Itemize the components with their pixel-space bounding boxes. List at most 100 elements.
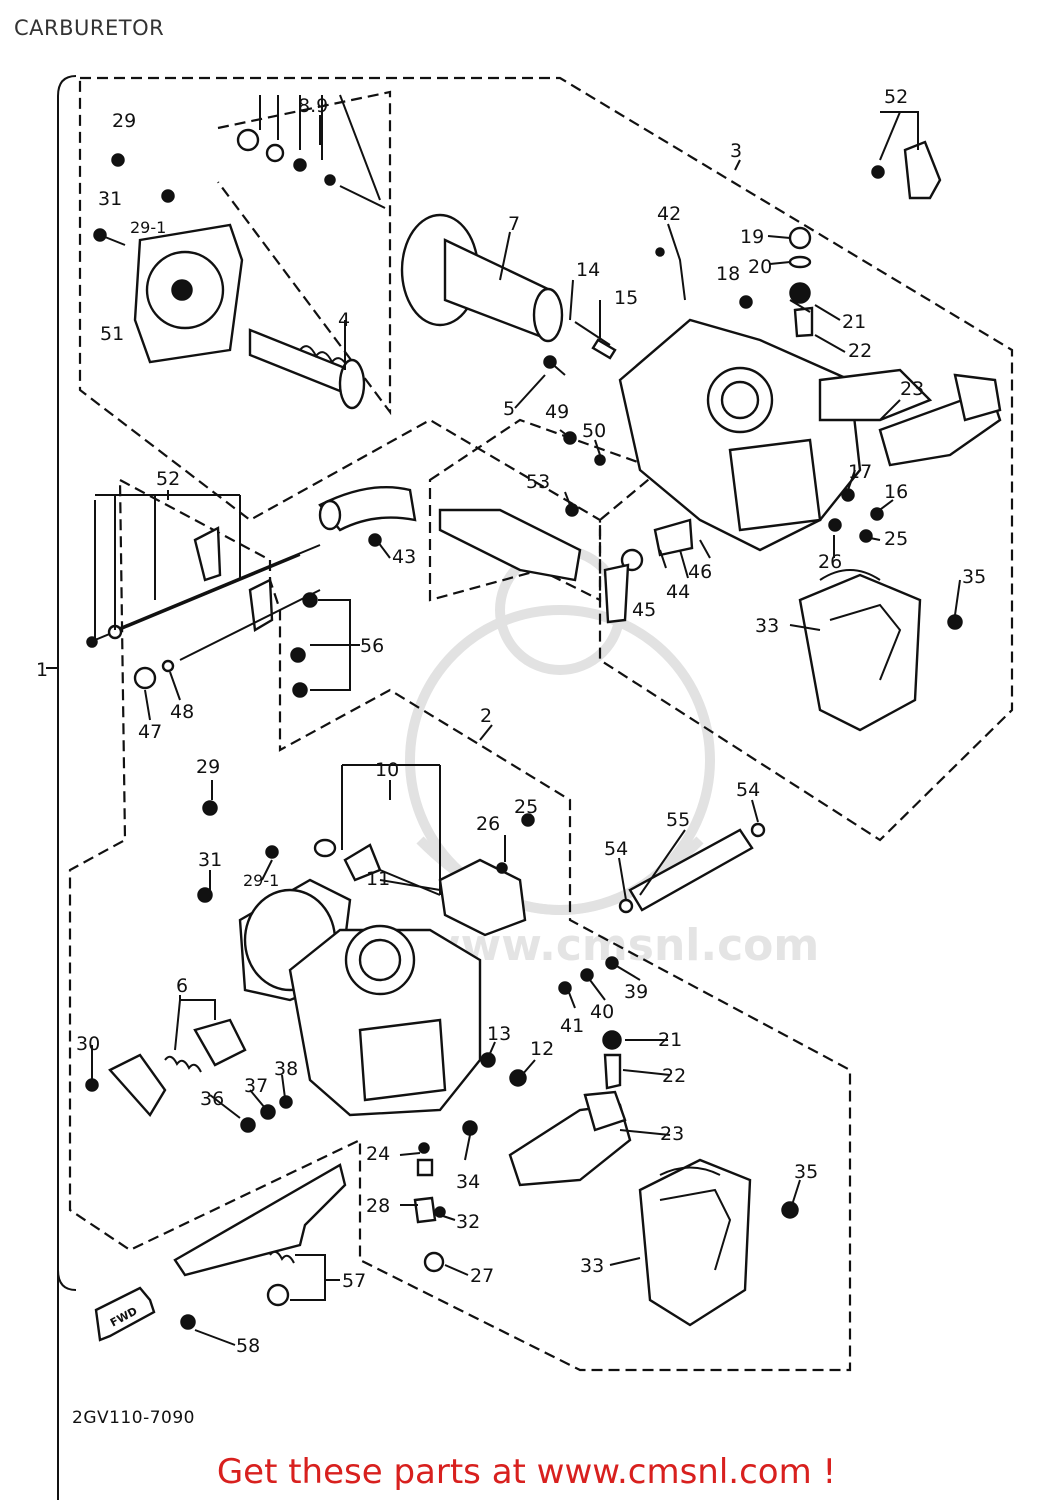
callout-7: 7: [508, 213, 520, 235]
callout-58: 58: [236, 1335, 260, 1357]
callout-labels: 1 2 3 4 5 6 7 8.9 10 11 12 13 14 15 16 1…: [36, 86, 986, 1357]
callout-56: 56: [360, 635, 384, 657]
callout-1: 1: [36, 659, 48, 681]
callout-26a: 26: [818, 551, 842, 573]
callout-50: 50: [582, 420, 606, 442]
callout-54a: 54: [736, 779, 760, 801]
hose-55: [618, 822, 766, 914]
screw-set-56: [290, 592, 351, 698]
bracket-53: [438, 508, 582, 582]
callout-51: 51: [100, 323, 124, 345]
float-bowl-lower: [638, 1158, 752, 1327]
callout-57: 57: [342, 1270, 366, 1292]
callout-5: 5: [503, 398, 515, 420]
callout-2: 2: [480, 705, 492, 727]
fwd-arrow: FWD: [94, 1286, 156, 1342]
callout-12: 12: [530, 1038, 554, 1060]
callout-55: 55: [666, 809, 690, 831]
callout-30: 30: [76, 1033, 100, 1055]
float-bowl-upper: [798, 569, 922, 732]
assembly-bracket: [57, 75, 77, 1500]
upper-assembly-boundary: [78, 76, 1014, 842]
carb-body-upper: [618, 318, 933, 552]
callout-38: 38: [274, 1058, 298, 1080]
callout-14: 14: [576, 259, 600, 281]
page-title: CARBURETOR: [14, 16, 165, 40]
throttle-shaft: [86, 494, 321, 690]
callout-29-1b: 29-1: [243, 871, 279, 890]
callout-36: 36: [200, 1088, 224, 1110]
callout-23b: 23: [660, 1123, 684, 1145]
float-upper: [878, 373, 1002, 467]
callout-37: 37: [244, 1075, 268, 1097]
callout-22b: 22: [662, 1065, 686, 1087]
callout-45: 45: [632, 599, 656, 621]
callout-28: 28: [366, 1195, 390, 1217]
link-clip-52-upper: [871, 140, 942, 200]
callout-31a: 31: [98, 188, 122, 210]
callout-21b: 21: [658, 1029, 682, 1051]
callout-18: 18: [716, 263, 740, 285]
callout-22a: 22: [848, 340, 872, 362]
callout-29a: 29: [112, 110, 136, 132]
callout-41: 41: [560, 1015, 584, 1037]
needle-parts-8-9: [236, 128, 386, 209]
callout-34: 34: [456, 1171, 480, 1193]
callout-53: 53: [526, 471, 550, 493]
callout-26b: 26: [476, 813, 500, 835]
callout-47: 47: [138, 721, 162, 743]
callout-39: 39: [624, 981, 648, 1003]
piston-group-boundary: [217, 90, 392, 416]
callout-21a: 21: [842, 311, 866, 333]
callout-20: 20: [748, 256, 772, 278]
lower-small-parts: [85, 800, 799, 1273]
hose-43: [318, 485, 417, 532]
spring-44-45: [603, 518, 694, 624]
callout-25b: 25: [514, 796, 538, 818]
callout-35a: 35: [962, 566, 986, 588]
leader-lines: [91, 94, 961, 1346]
callout-54b: 54: [604, 838, 628, 860]
callout-44: 44: [666, 581, 690, 603]
callout-16: 16: [884, 481, 908, 503]
callout-8-9: 8.9: [298, 95, 328, 117]
callout-29b: 29: [196, 756, 220, 778]
small-screws-upper: [93, 153, 963, 630]
diaphragm-cover-upper: [133, 223, 244, 364]
spring-upper: [248, 328, 366, 410]
cap-19-20: [788, 226, 812, 269]
callout-48: 48: [170, 701, 194, 723]
callout-19: 19: [740, 226, 764, 248]
float-lower: [508, 1090, 632, 1187]
callout-4: 4: [338, 309, 350, 331]
callout-17: 17: [848, 461, 872, 483]
callout-6: 6: [176, 975, 188, 997]
mounting-plate-58: [173, 1163, 347, 1330]
callout-31b: 31: [198, 849, 222, 871]
callout-42: 42: [657, 203, 681, 225]
callout-52b: 52: [156, 468, 180, 490]
float-valve-upper: [789, 282, 814, 338]
callout-49: 49: [545, 401, 569, 423]
callout-35b: 35: [794, 1161, 818, 1183]
callout-33a: 33: [755, 615, 779, 637]
callout-52a: 52: [884, 86, 908, 108]
choke-assembly-10-11: [313, 764, 527, 937]
callout-25a: 25: [884, 528, 908, 550]
callout-33b: 33: [580, 1255, 604, 1277]
footer-link[interactable]: Get these parts at www.cmsnl.com !: [216, 1452, 837, 1492]
center-bracket-boundary: [428, 418, 663, 602]
callout-13: 13: [487, 1023, 511, 1045]
callout-46: 46: [688, 561, 712, 583]
callout-3: 3: [730, 140, 742, 162]
callout-15: 15: [614, 287, 638, 309]
callout-24: 24: [366, 1143, 390, 1165]
carb-body-lower: [288, 924, 482, 1117]
left-linkage-boundary: [68, 478, 852, 1372]
callout-23a: 23: [900, 378, 924, 400]
callout-27: 27: [470, 1265, 494, 1287]
callout-32: 32: [456, 1211, 480, 1233]
callout-43: 43: [392, 546, 416, 568]
callout-10: 10: [375, 759, 399, 781]
